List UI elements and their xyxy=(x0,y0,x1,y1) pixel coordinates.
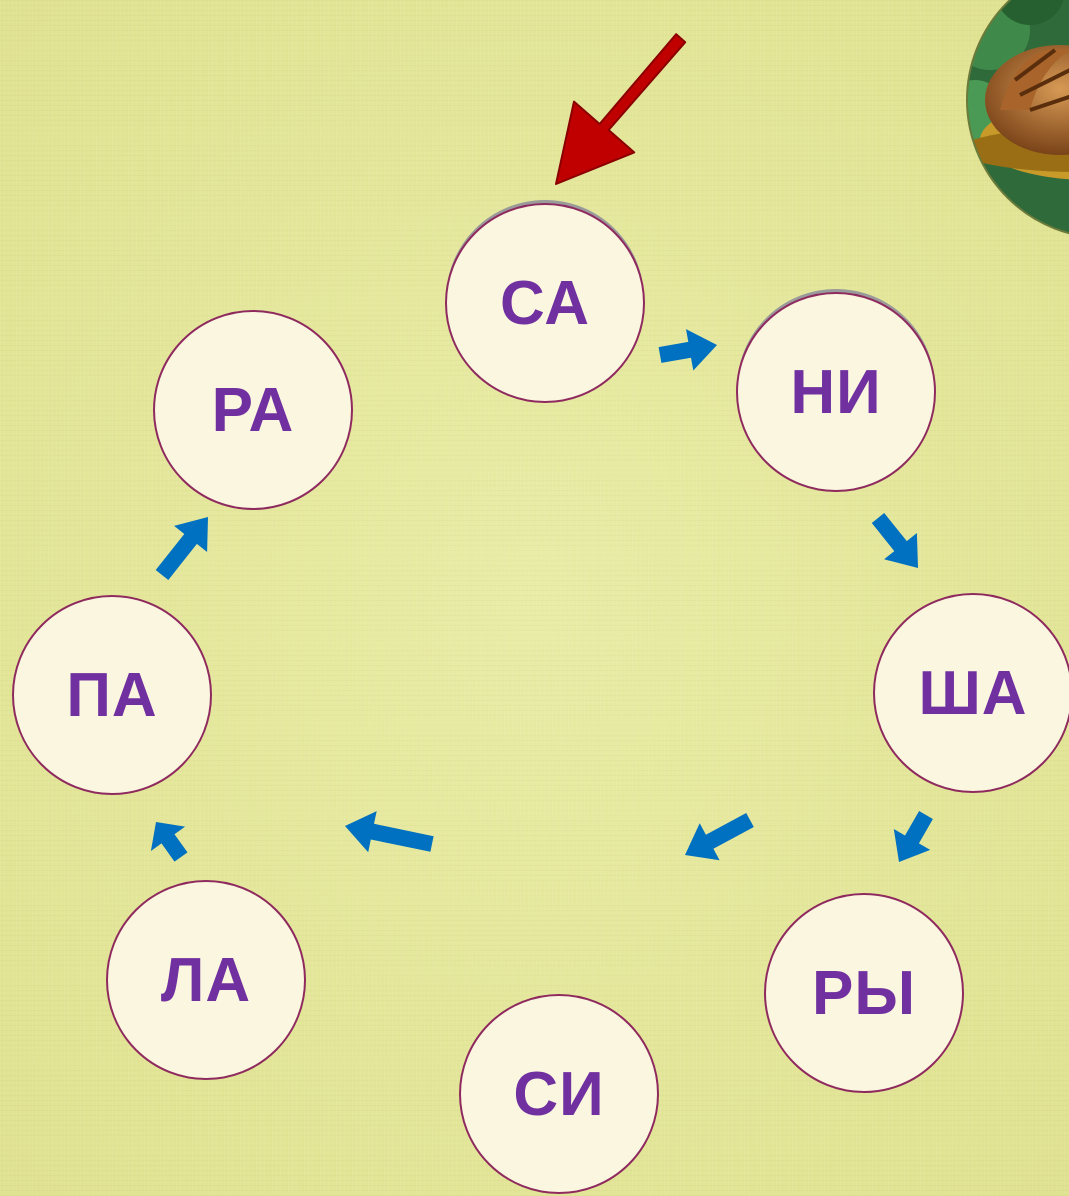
syllable-circle-ni[interactable]: НИ xyxy=(736,292,936,492)
syllable-circle-la[interactable]: ЛА xyxy=(106,880,306,1080)
syllable-circle-ra[interactable]: РА xyxy=(153,310,353,510)
syllable-circle-ry[interactable]: РЫ xyxy=(764,893,964,1093)
blue-arrow-icon xyxy=(150,822,188,862)
syllable-label: ПА xyxy=(66,660,158,730)
syllable-label: РЫ xyxy=(811,958,917,1028)
red-arrow-icon xyxy=(555,33,687,185)
blue-arrow-icon xyxy=(155,517,208,580)
syllable-circle-pa[interactable]: ПА xyxy=(12,595,212,795)
syllable-label: НИ xyxy=(790,357,882,427)
syllable-label: ЛА xyxy=(160,945,252,1015)
syllable-label: ША xyxy=(918,658,1028,728)
blue-arrow-icon xyxy=(893,811,933,862)
syllable-label: СИ xyxy=(513,1059,605,1129)
blue-arrow-icon xyxy=(871,513,918,568)
blue-arrow-icon xyxy=(658,329,717,371)
blue-arrow-icon xyxy=(685,813,754,861)
syllable-circle-si[interactable]: СИ xyxy=(459,994,659,1194)
blue-arrow-icon xyxy=(345,811,434,853)
hedgehog-picture xyxy=(966,0,1069,238)
syllable-label: РА xyxy=(211,375,295,445)
syllable-label: СА xyxy=(499,268,590,338)
flow-arrows xyxy=(150,329,933,862)
syllable-circle-sa[interactable]: СА xyxy=(445,203,645,403)
syllable-circle-sha[interactable]: ША xyxy=(873,593,1069,793)
